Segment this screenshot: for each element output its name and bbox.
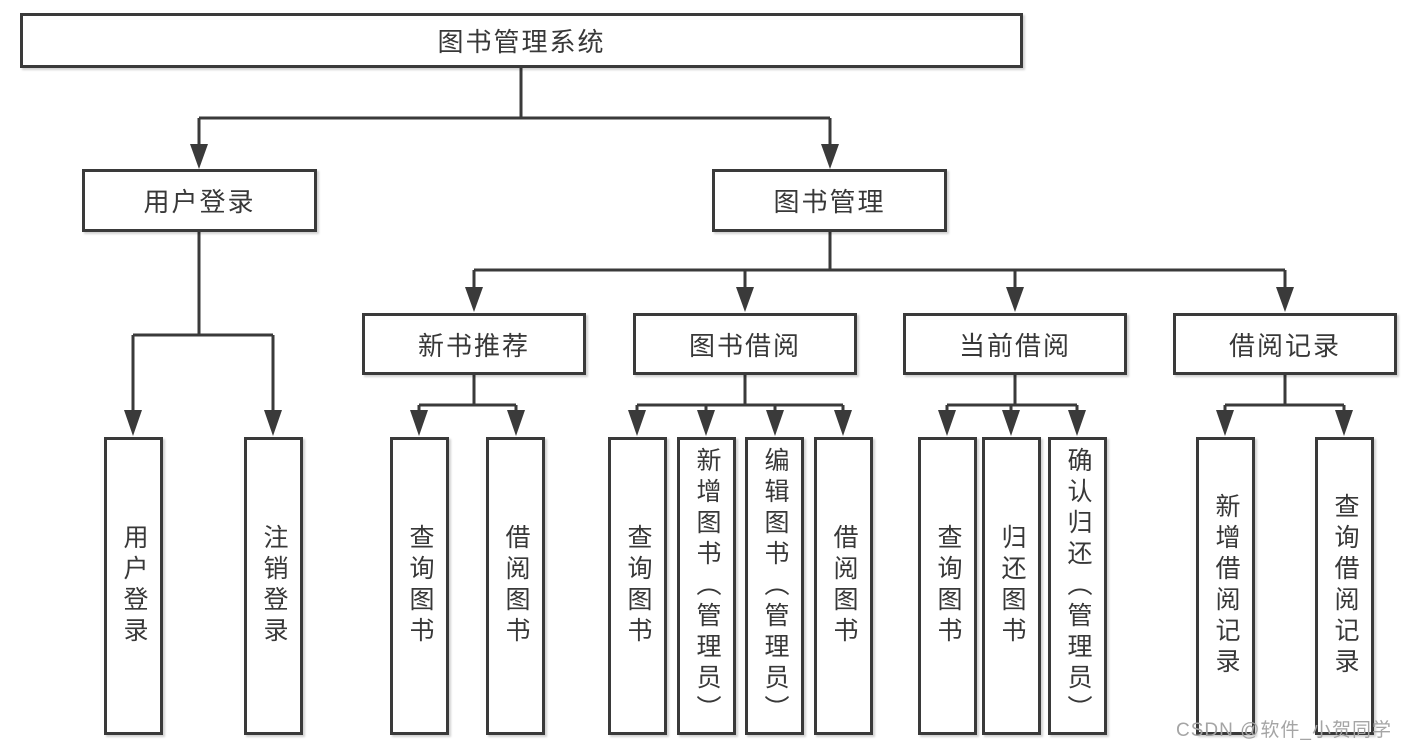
arrowhead-book-management — [821, 144, 839, 169]
arrowhead-leaf-add-borrow-record — [1216, 410, 1234, 436]
leaf-edit-books-admin-label: 编辑图书（管理员） — [761, 446, 789, 726]
leaf-confirm-return-admin-label: 确认归还（管理员） — [1064, 446, 1092, 726]
leaf-query-books-borrow-label: 查询图书 — [624, 524, 652, 648]
arrowhead-borrow-records — [1276, 287, 1294, 312]
arrowhead-leaf-logout — [264, 410, 282, 436]
leaf-query-borrow-record-label: 查询借阅记录 — [1331, 493, 1359, 679]
leaf-user-login-label: 用户登录 — [120, 524, 148, 648]
arrowhead-leaf-return-books — [1002, 410, 1020, 436]
arrowhead-leaf-query-books-current — [938, 410, 956, 436]
connector-user-login-split — [131, 231, 275, 417]
connector-book-management-split — [472, 231, 1287, 293]
node-current-borrow: 当前借阅 — [903, 313, 1127, 375]
node-new-book-recommend: 新书推荐 — [362, 313, 586, 375]
arrowhead-leaf-query-borrow-record — [1335, 410, 1353, 436]
arrowhead-leaf-borrow-books-recommend — [507, 410, 525, 436]
leaf-borrow-books-recommend-label: 借阅图书 — [502, 524, 530, 648]
leaf-query-books-recommend-label: 查询图书 — [406, 524, 434, 648]
connector-root-split — [197, 66, 832, 150]
leaf-confirm-return-admin: 确认归还（管理员） — [1048, 437, 1107, 735]
leaf-logout: 注销登录 — [244, 437, 303, 735]
leaf-user-login: 用户登录 — [104, 437, 163, 735]
leaf-add-books-admin: 新增图书（管理员） — [677, 437, 736, 735]
arrowhead-leaf-query-books-borrow — [628, 410, 646, 436]
leaf-query-books-current: 查询图书 — [918, 437, 977, 735]
connector-borrow-records-split — [1223, 373, 1346, 417]
arrowhead-leaf-edit-books-admin — [766, 410, 784, 436]
leaf-add-borrow-record: 新增借阅记录 — [1196, 437, 1255, 735]
leaf-add-books-admin-label: 新增图书（管理员） — [693, 446, 721, 726]
leaf-borrow-books-recommend: 借阅图书 — [486, 437, 545, 735]
leaf-borrow-books-label: 借阅图书 — [830, 524, 858, 648]
leaf-edit-books-admin: 编辑图书（管理员） — [745, 437, 804, 735]
leaf-return-books-label: 归还图书 — [998, 524, 1026, 648]
node-user-login: 用户登录 — [82, 169, 317, 232]
leaf-return-books: 归还图书 — [982, 437, 1041, 735]
connector-book-borrow-split — [635, 373, 845, 417]
arrowhead-user-login — [190, 144, 208, 169]
leaf-query-books-borrow: 查询图书 — [608, 437, 667, 735]
node-book-borrow: 图书借阅 — [633, 313, 857, 375]
leaf-query-books-current-label: 查询图书 — [934, 524, 962, 648]
leaf-borrow-books: 借阅图书 — [814, 437, 873, 735]
arrowhead-leaf-user-login — [124, 410, 142, 436]
arrowhead-leaf-query-books-recommend — [410, 410, 428, 436]
watermark: CSDN @软件_小贺同学 — [1176, 720, 1392, 741]
arrowhead-book-borrow — [736, 287, 754, 312]
node-book-management: 图书管理 — [712, 169, 947, 232]
arrowhead-leaf-borrow-books — [834, 410, 852, 436]
arrowhead-new-book-recommend — [465, 287, 483, 312]
node-borrow-records: 借阅记录 — [1173, 313, 1397, 375]
arrowhead-current-borrow — [1006, 287, 1024, 312]
connector-new-book-recommend-split — [417, 373, 518, 417]
leaf-add-borrow-record-label: 新增借阅记录 — [1212, 493, 1240, 679]
arrowhead-leaf-add-books-admin — [697, 410, 715, 436]
arrowhead-leaf-confirm-return-admin — [1068, 410, 1086, 436]
leaf-logout-label: 注销登录 — [260, 524, 288, 648]
node-library-system: 图书管理系统 — [20, 13, 1023, 68]
leaf-query-borrow-record: 查询借阅记录 — [1315, 437, 1374, 735]
leaf-query-books-recommend: 查询图书 — [390, 437, 449, 735]
